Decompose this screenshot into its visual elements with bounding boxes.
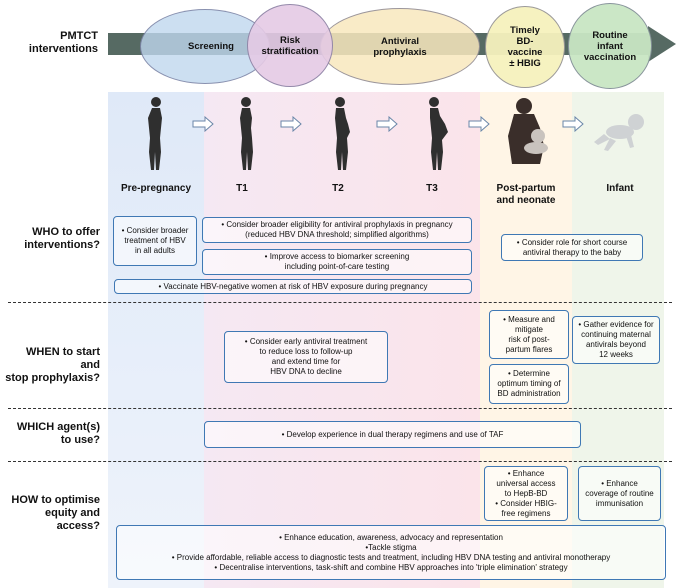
row-who: WHO to offer interventions? bbox=[24, 226, 100, 251]
separator bbox=[8, 461, 672, 462]
stage-infant: Infant bbox=[606, 183, 634, 194]
woman-t1-icon bbox=[240, 97, 253, 170]
box-broader-eligibility: • Consider broader eligibility for antiv… bbox=[202, 217, 472, 243]
mother-nursing-icon bbox=[508, 98, 548, 164]
stage-t2: T2 bbox=[332, 183, 344, 194]
stage-t1: T1 bbox=[236, 183, 248, 194]
arrow-icon bbox=[280, 116, 302, 132]
arrow-icon bbox=[468, 116, 490, 132]
stage-t3: T3 bbox=[426, 183, 438, 194]
row-when: WHEN to start and stop prophylaxis? bbox=[5, 346, 100, 384]
stage-post-partum: Post-partum and neonate bbox=[496, 183, 556, 206]
pmtct-label: PMTCT interventions bbox=[28, 30, 98, 55]
row-which: WHICH agent(s) to use? bbox=[16, 421, 100, 446]
arrow-icon bbox=[376, 116, 398, 132]
column-pre-pregnancy bbox=[108, 92, 204, 588]
row-how: HOW to optimise equity and access? bbox=[11, 494, 100, 532]
arrow-icon bbox=[192, 116, 214, 132]
stage-pre-pregnancy: Pre-pregnancy bbox=[120, 183, 192, 194]
separator bbox=[8, 302, 672, 303]
woman-t2-icon bbox=[335, 97, 350, 170]
separator bbox=[8, 408, 672, 409]
box-vaccinate-women: • Vaccinate HBV-negative women at risk o… bbox=[114, 279, 472, 294]
woman-t3-icon bbox=[429, 97, 448, 170]
infant-icon bbox=[594, 114, 644, 151]
arrow-icon bbox=[562, 116, 584, 132]
box-equity-actions: • Enhance education, awareness, advocacy… bbox=[116, 525, 666, 580]
box-dual-therapy: • Develop experience in dual therapy reg… bbox=[204, 421, 581, 448]
woman-pre-pregnancy-icon bbox=[148, 97, 162, 170]
